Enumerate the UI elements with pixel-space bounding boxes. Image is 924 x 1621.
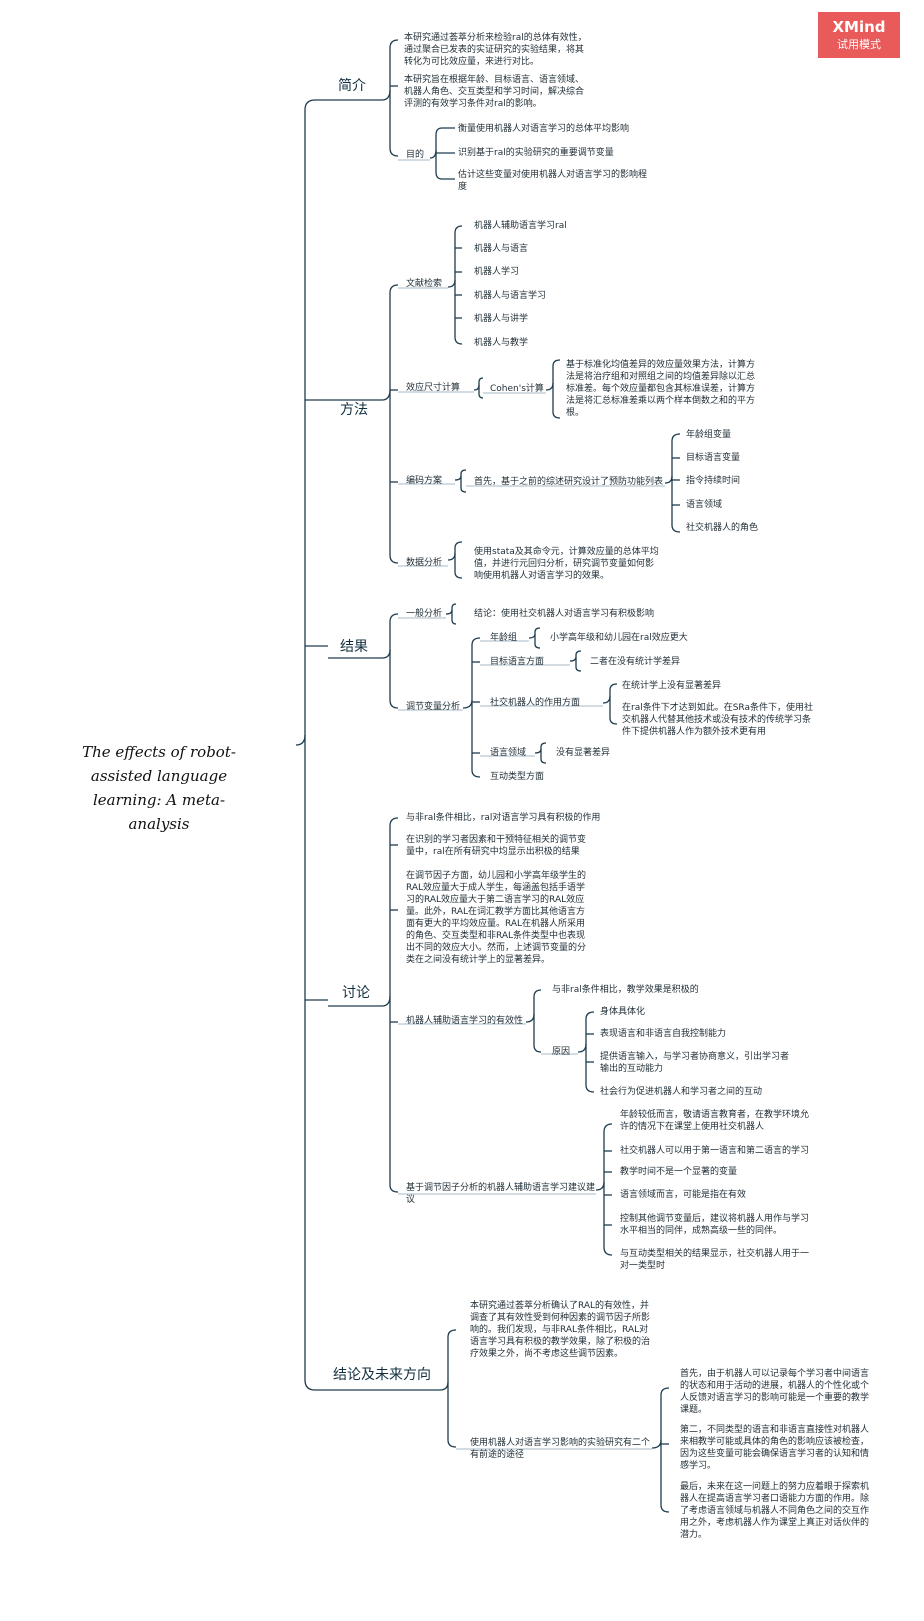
method-analysis-label[interactable]: 数据分析 [406, 558, 443, 568]
discussion-advice-3[interactable]: 教学时间不是一个显著的变量 [620, 1167, 738, 1177]
topic-method[interactable]: 方法 [340, 402, 368, 418]
method-effect-label[interactable]: 效应尺寸计算 [406, 383, 461, 393]
conclusion-future-label[interactable]: 使用机器人对语言学习影响的实验研究有二个有前途的途径 [470, 1438, 651, 1460]
discussion-reason-4[interactable]: 社会行为促进机器人和学习者之间的互动 [600, 1087, 763, 1097]
results-role-item-1[interactable]: 在统计学上没有显著差异 [622, 681, 722, 691]
discussion-effect-description[interactable]: 与非ral条件相比，教学效果是积极的 [552, 985, 699, 995]
results-general-label[interactable]: 一般分析 [406, 609, 443, 619]
results-domain-description[interactable]: 没有显著差异 [556, 748, 611, 758]
results-role-label[interactable]: 社交机器人的作用方面 [490, 698, 581, 708]
discussion-reason-label[interactable]: 原因 [552, 1047, 571, 1057]
method-analysis-description[interactable]: 使用stata及其命令元，计算效应量的总体平均值，并进行元回归分析，研究调节变量… [474, 547, 659, 581]
intro-goal-1[interactable]: 衡量使用机器人对语言学习的总体平均影响 [458, 124, 630, 134]
topic-discussion[interactable]: 讨论 [342, 985, 370, 1001]
root-topic[interactable]: The effects of robot-assisted language l… [82, 743, 236, 833]
topic-intro[interactable]: 简介 [338, 78, 366, 94]
results-domain-label[interactable]: 语言领域 [490, 748, 527, 758]
results-target-label[interactable]: 目标语言方面 [490, 657, 545, 667]
discussion-advice-2[interactable]: 社交机器人可以用于第一语言和第二语言的学习 [620, 1146, 810, 1156]
results-general-description[interactable]: 结论：使用社交机器人对语言学习有积极影响 [474, 609, 655, 619]
discussion-advice-label[interactable]: 基于调节因子分析的机器人辅助语言学习建议建议 [406, 1183, 596, 1205]
discussion-reason-1[interactable]: 身体具体化 [600, 1007, 646, 1017]
results-target-description[interactable]: 二者在没有统计学差异 [590, 657, 681, 667]
watermark-brand: XMind [832, 18, 886, 36]
results-interaction-label[interactable]: 互动类型方面 [490, 772, 545, 782]
intro-goal-label[interactable]: 目的 [406, 150, 425, 160]
results-moderator-label[interactable]: 调节变量分析 [406, 702, 461, 712]
discussion-paragraph-1[interactable]: 与非ral条件相比，ral对语言学习具有积极的作用 [406, 813, 601, 823]
method-coding-item-2[interactable]: 目标语言变量 [686, 453, 741, 463]
discussion-paragraph-2[interactable]: 在识别的学习者因素和干预特征相关的调节变量中，ral在所有研究中均显示出积极的结… [406, 835, 587, 857]
method-literature-item-1[interactable]: 机器人辅助语言学习ral [474, 221, 567, 231]
method-cohen-label[interactable]: Cohen's计算 [490, 384, 544, 394]
results-age-description[interactable]: 小学高年级和幼儿园在ral效应更大 [550, 633, 688, 643]
topic-results[interactable]: 结果 [340, 639, 368, 655]
discussion-advice-5[interactable]: 控制其他调节变量后，建议将机器人用作与学习水平相当的同伴，成熟高级一些的同伴。 [620, 1214, 810, 1236]
method-coding-item-1[interactable]: 年龄组变量 [686, 430, 732, 440]
method-literature-item-4[interactable]: 机器人与语言学习 [474, 291, 547, 301]
discussion-paragraph-3[interactable]: 在调节因子方面，幼儿园和小学高年级学生的RAL效应量大于成人学生，每涵盖包括手语… [406, 871, 587, 965]
intro-goal-2[interactable]: 识别基于ral的实验研究的重要调节变量 [458, 148, 614, 158]
intro-paragraph-1[interactable]: 本研究通过荟萃分析来检验ral的总体有效性，通过聚合已发表的实证研究的实验结果，… [404, 33, 587, 67]
method-literature-item-5[interactable]: 机器人与讲学 [474, 314, 529, 324]
method-coding-item-5[interactable]: 社交机器人的角色 [686, 523, 759, 533]
results-age-label[interactable]: 年龄组 [490, 633, 518, 643]
conclusion-future-1[interactable]: 首先，由于机器人可以记录每个学习者中间语言的状态和用于活动的进展，机器人的个性化… [680, 1369, 870, 1415]
method-coding-description[interactable]: 首先，基于之前的综述研究设计了预防功能列表 [474, 477, 664, 487]
discussion-effect-label[interactable]: 机器人辅助语言学习的有效性 [406, 1016, 524, 1026]
intro-goal-3[interactable]: 估计这些变量对使用机器人对语言学习的影响程度 [458, 170, 648, 192]
method-coding-label[interactable]: 编码方案 [406, 476, 443, 486]
discussion-reason-2[interactable]: 表现语言和非语言自我控制能力 [600, 1029, 727, 1039]
method-literature-item-6[interactable]: 机器人与教学 [474, 338, 529, 348]
method-literature-item-3[interactable]: 机器人学习 [474, 267, 520, 277]
conclusion-summary[interactable]: 本研究通过荟萃分析确认了RAL的有效性，并调查了其有效性受到何种因素的调节因子所… [470, 1301, 651, 1359]
method-coding-item-3[interactable]: 指令持续时间 [686, 476, 741, 486]
results-role-item-2[interactable]: 在ral条件下才达到如此。在SRa条件下，使用社交机器人代替其他技术或没有技术的… [622, 703, 814, 737]
discussion-reason-3[interactable]: 提供语言输入，与学习者协商意义，引出学习者输出的互动能力 [600, 1052, 790, 1074]
conclusion-future-3[interactable]: 最后，未来在这一问题上的努力应着眼于探索机器人在提高语言学习者口语能力方面的作用… [680, 1482, 870, 1540]
discussion-advice-6[interactable]: 与互动类型相关的结果显示，社交机器人用于一对一类型时 [620, 1249, 810, 1271]
intro-paragraph-2[interactable]: 本研究旨在根据年龄、目标语言、语言领域、机器人角色、交互类型和学习时间，解决综合… [404, 75, 585, 109]
discussion-advice-4[interactable]: 语言领域而言，可能是指在有效 [620, 1190, 747, 1200]
topic-conclusion[interactable]: 结论及未来方向 [333, 1367, 431, 1383]
xmind-watermark: XMind 试用模式 [818, 12, 900, 58]
method-literature-item-2[interactable]: 机器人与语言 [474, 244, 529, 254]
discussion-advice-1[interactable]: 年龄较低而言，敬请语言教育者，在教学环境允许的情况下在课堂上使用社交机器人 [620, 1110, 810, 1132]
method-literature-label[interactable]: 文献检索 [406, 279, 443, 289]
method-coding-item-4[interactable]: 语言领域 [686, 500, 723, 510]
conclusion-future-2[interactable]: 第二，不同类型的语言和非语言直接性对机器人来相教学可能或具体的角色的影响应该被检… [680, 1425, 870, 1471]
method-cohen-description[interactable]: 基于标准化均值差异的效应量效果方法，计算方法是将治疗组和对照组之间的均值差异除以… [566, 360, 756, 418]
watermark-mode: 试用模式 [837, 38, 881, 51]
